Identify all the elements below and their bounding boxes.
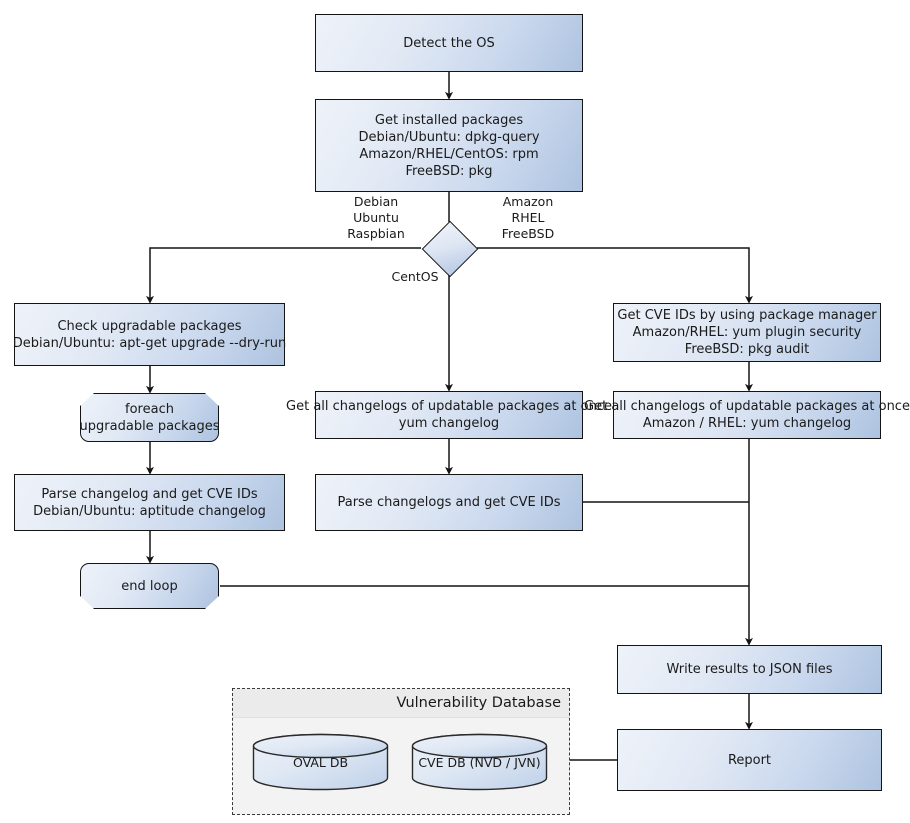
line-2: Debian/Ubuntu: dpkg-query — [358, 129, 540, 145]
node-get-installed-packages-label: Get installed packages Debian/Ubuntu: dp… — [358, 112, 539, 180]
node-get-cve-ids-package-manager[interactable]: Get CVE IDs by using package manager Ama… — [613, 303, 881, 362]
node-parse-changelog-left[interactable]: Parse changelog and get CVE IDs Debian/U… — [14, 474, 285, 531]
line-1: foreach — [125, 401, 174, 417]
node-report-label: Report — [727, 752, 772, 768]
line-1: Get all changelogs of updatable packages… — [584, 399, 910, 414]
node-get-changelogs-right-label: Get all changelogs of updatable packages… — [567, 398, 910, 432]
node-end-loop-label: end loop — [121, 578, 178, 594]
db-cve-label: CVE DB (NVD / JVN) — [418, 755, 541, 770]
node-foreach-upgradable-packages[interactable]: foreach upgradable packages — [80, 393, 219, 442]
edge-label-right-branch: Amazon RHEL FreeBSD — [492, 194, 564, 242]
line-1: Check upgradable packages — [57, 318, 242, 334]
line-3: Amazon/RHEL/CentOS: rpm — [359, 146, 539, 162]
group-vulnerability-database-title: Vulnerability Database — [233, 689, 569, 718]
line-1: Amazon — [502, 194, 554, 209]
node-end-loop[interactable]: end loop — [80, 563, 219, 609]
node-parse-changelog-left-label: Parse changelog and get CVE IDs Debian/U… — [33, 486, 266, 520]
db-oval[interactable]: OVAL DB — [252, 733, 389, 791]
node-check-upgradable-packages-label: Check upgradable packages Debian/Ubuntu:… — [13, 318, 286, 352]
edge-decision-right — [477, 247, 753, 304]
line-1: Parse changelog and get CVE IDs — [41, 486, 258, 502]
node-foreach-label: foreach upgradable packages — [80, 401, 220, 435]
edge-label-left-branch: Debian Ubuntu Raspbian — [340, 194, 412, 242]
node-get-changelogs-center[interactable] — [315, 391, 583, 439]
node-check-upgradable-packages[interactable]: Check upgradable packages Debian/Ubuntu:… — [13, 303, 286, 366]
node-report[interactable]: Report — [617, 729, 882, 791]
line-1: Get CVE IDs by using package manager — [617, 308, 877, 323]
db-oval-label: OVAL DB — [292, 755, 349, 770]
line-2: Amazon/RHEL: yum plugin security — [632, 325, 862, 340]
db-cve[interactable]: CVE DB (NVD / JVN) — [411, 733, 548, 791]
node-get-changelogs-right[interactable] — [613, 391, 881, 439]
line-3: FreeBSD: pkg audit — [684, 342, 810, 357]
node-get-changelogs-center-label: Get all changelogs of updatable packages… — [269, 398, 629, 432]
node-get-cve-ids-package-manager-label: Get CVE IDs by using package manager Ama… — [617, 307, 876, 358]
line-1: Get all changelogs of updatable packages… — [286, 399, 612, 414]
node-parse-changelogs-center[interactable]: Parse changelogs and get CVE IDs — [315, 474, 583, 531]
line-1: Get installed packages — [374, 112, 524, 128]
line-2: RHEL — [511, 210, 545, 225]
line-2: Debian/Ubuntu: aptitude changelog — [33, 503, 266, 519]
node-write-results-json-label: Write results to JSON files — [666, 662, 833, 677]
db-oval-shape — [252, 733, 389, 791]
node-detect-os-label: Detect the OS — [403, 35, 495, 51]
edge-decision-left — [146, 247, 421, 304]
db-cve-shape — [411, 733, 548, 791]
line-2: Amazon / RHEL: yum changelog — [642, 416, 852, 431]
line-1: Debian — [353, 194, 399, 209]
line-3: Raspbian — [347, 226, 405, 241]
node-parse-changelogs-center-label: Parse changelogs and get CVE IDs — [337, 495, 561, 510]
node-write-results-json[interactable]: Write results to JSON files — [617, 645, 882, 694]
edge-label-center-branch: CentOS — [385, 269, 445, 285]
line-3: FreeBSD — [501, 226, 555, 241]
line-2: yum changelog — [398, 416, 500, 431]
line-4: FreeBSD: pkg — [405, 163, 493, 179]
line-2: upgradable packages — [79, 418, 220, 434]
line-1: CentOS — [391, 269, 439, 284]
line-2: Ubuntu — [353, 210, 399, 225]
node-get-installed-packages[interactable]: Get installed packages Debian/Ubuntu: dp… — [315, 99, 583, 192]
line-2: Debian/Ubuntu: apt-get upgrade --dry-run — [12, 335, 287, 351]
node-detect-os[interactable]: Detect the OS — [315, 14, 583, 72]
